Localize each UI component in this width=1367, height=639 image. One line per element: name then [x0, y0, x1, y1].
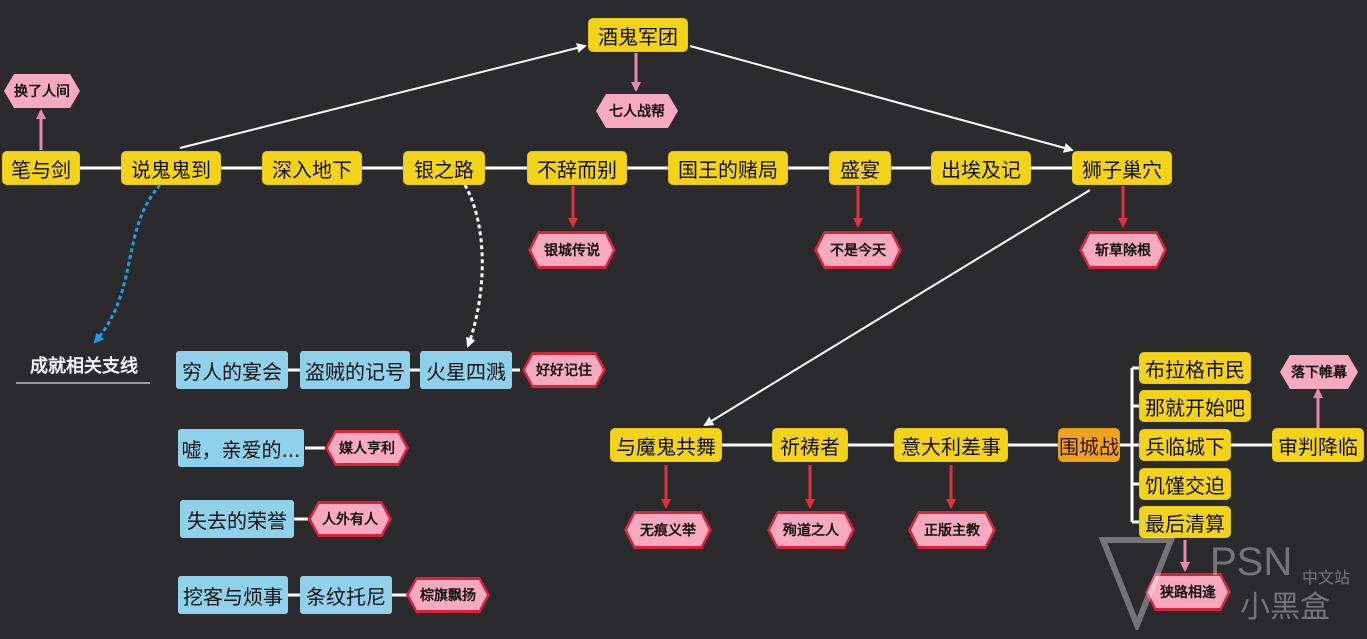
- node-italy-reward: 正版主教: [908, 511, 996, 549]
- node-feast-reward: 不是今天: [814, 231, 902, 269]
- node-farewell-reward: 银城传说: [528, 231, 616, 269]
- arrow-to-dance: [703, 189, 1091, 427]
- node-main-3: 银之路: [403, 151, 485, 185]
- side-row-0-reward: 好好记住: [522, 352, 606, 388]
- watermark-name: 小黑盒: [1240, 591, 1330, 624]
- node-lower-2: 意大利差事: [894, 428, 1008, 462]
- node-bottom-right: 狭路相逢: [1145, 573, 1231, 611]
- side-title-underline: [16, 382, 150, 384]
- siege-branch-3: 饥馑交迫: [1139, 468, 1231, 500]
- side-row-2-item-0: 失去的荣誉: [180, 500, 294, 538]
- side-row-0-item-1: 盗贼的记号: [300, 351, 410, 389]
- side-row-1-reward: 媒人亨利: [325, 430, 409, 466]
- node-dance-reward: 无痕义举: [624, 511, 712, 549]
- arrow-to-side-title: [93, 184, 162, 344]
- node-lion-reward: 斩草除根: [1079, 231, 1167, 269]
- node-main-0: 笔与剑: [2, 151, 80, 185]
- node-main-4: 不辞而别: [527, 151, 627, 185]
- node-final-above: 落下帷幕: [1280, 355, 1358, 389]
- arrow-to-sparks: [463, 184, 484, 348]
- side-row-1-item-0: 嘘，亲爱的...: [178, 429, 304, 467]
- node-above-first: 换了人间: [4, 74, 80, 108]
- watermark-brand: PSN: [1210, 540, 1293, 584]
- node-main-6: 盛宴: [829, 151, 891, 185]
- siege-branch-4: 最后清算: [1139, 506, 1231, 538]
- node-main-1: 说鬼鬼到: [121, 151, 221, 185]
- node-prayer-reward: 殉道之人: [767, 511, 855, 549]
- side-row-3-item-1: 条纹托尼: [300, 576, 392, 614]
- arrow-to-legion: [179, 43, 587, 149]
- side-row-0-item-0: 穷人的宴会: [176, 351, 288, 389]
- node-lower-0: 与魔鬼共舞: [610, 428, 722, 462]
- side-row-2-reward: 人外有人: [308, 501, 392, 537]
- siege-branch-0: 布拉格市民: [1139, 352, 1251, 384]
- node-siege: 围城战: [1058, 428, 1120, 462]
- watermark-logo-icon: [1098, 535, 1176, 634]
- arrow-to-lion: [689, 45, 1074, 153]
- node-main-7: 出埃及记: [931, 151, 1031, 185]
- node-main-2: 深入地下: [262, 151, 362, 185]
- node-main-8: 狮子巢穴: [1072, 151, 1172, 185]
- node-final: 审判降临: [1272, 428, 1364, 462]
- side-title: 成就相关支线: [30, 356, 138, 377]
- node-main-5: 国王的赌局: [668, 151, 788, 185]
- watermark-site: 中文站: [1302, 570, 1351, 587]
- siege-branch-2: 兵临城下: [1139, 429, 1231, 461]
- side-row-3-reward: 棕旗飘扬: [406, 577, 490, 613]
- node-lower-1: 祈祷者: [772, 428, 848, 462]
- side-row-0-item-2: 火星四溅: [420, 351, 512, 389]
- side-row-3-item-0: 挖客与烦事: [178, 576, 288, 614]
- node-legion-child: 七人战帮: [596, 94, 678, 128]
- siege-branch-1: 那就开始吧: [1139, 390, 1251, 422]
- node-legion: 酒鬼军团: [588, 18, 688, 52]
